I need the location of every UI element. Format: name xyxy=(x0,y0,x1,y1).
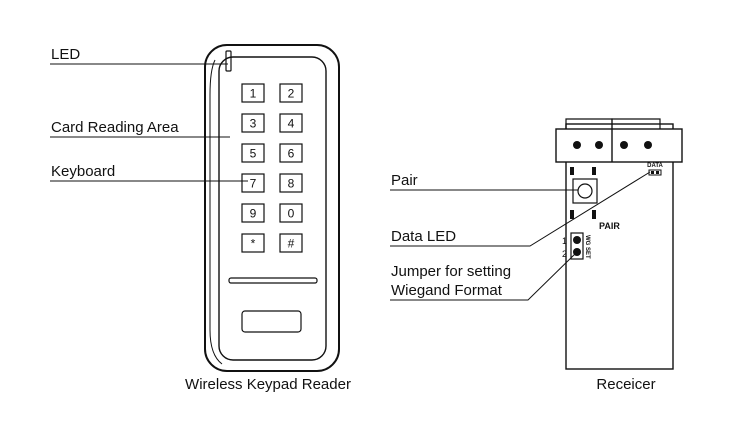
key-9[interactable]: 9 xyxy=(241,203,265,223)
jumper-label-line2: Wiegand Format xyxy=(391,282,503,299)
key-6-label: 6 xyxy=(288,147,295,161)
terminal-screw xyxy=(595,141,603,149)
key-4[interactable]: 4 xyxy=(279,113,303,133)
terminal-screw xyxy=(644,141,652,149)
key-8-label: 8 xyxy=(288,177,295,191)
data-led-label: Data LED xyxy=(391,228,456,245)
keypad-reader xyxy=(204,44,340,372)
key-5[interactable]: 5 xyxy=(241,143,265,163)
key-0[interactable]: 0 xyxy=(279,203,303,223)
keypad-housing-inner xyxy=(218,56,327,361)
key-1[interactable]: 1 xyxy=(241,83,265,103)
jumper-label-line1: Jumper for setting xyxy=(391,263,511,280)
data-led-text: DATA xyxy=(647,163,663,169)
data-led-indicator xyxy=(648,169,662,176)
pair-text: PAIR xyxy=(599,221,620,231)
key-5-label: 5 xyxy=(250,147,257,161)
key-hash-label: # xyxy=(288,237,295,251)
key-1-label: 1 xyxy=(250,87,257,101)
key-star[interactable]: * xyxy=(241,233,265,253)
card-slot xyxy=(228,277,318,284)
keypad-housing-side xyxy=(209,59,223,365)
key-3[interactable]: 3 xyxy=(241,113,265,133)
pair-button[interactable] xyxy=(570,167,598,219)
key-7-label: 7 xyxy=(250,177,257,191)
key-0-label: 0 xyxy=(288,207,295,221)
keypad-keys: 1 2 3 4 5 6 7 8 9 0 * # xyxy=(241,83,303,253)
wg-set-text: WG SET xyxy=(584,235,590,259)
receiver-callouts xyxy=(390,171,651,301)
key-3-label: 3 xyxy=(250,117,257,131)
key-9-label: 9 xyxy=(250,207,257,221)
receiver-caption: Receicer xyxy=(596,376,655,393)
receiver xyxy=(555,118,683,370)
key-hash[interactable]: # xyxy=(279,233,303,253)
key-star-label: * xyxy=(251,237,256,251)
keyboard-label: Keyboard xyxy=(51,163,115,180)
card-reading-area-label: Card Reading Area xyxy=(51,119,179,136)
terminal-block xyxy=(555,118,683,163)
terminal-screw xyxy=(573,141,581,149)
card-reading-window xyxy=(241,310,302,333)
led-indicator xyxy=(225,50,232,72)
keypad-housing-outer xyxy=(204,44,340,372)
data-led-leader-line xyxy=(390,171,651,247)
jumper-pin-2: 2 xyxy=(562,249,567,259)
wiegand-jumper[interactable] xyxy=(570,232,584,260)
key-8[interactable]: 8 xyxy=(279,173,303,193)
terminal-screw xyxy=(620,141,628,149)
key-6[interactable]: 6 xyxy=(279,143,303,163)
keypad-reader-caption: Wireless Keypad Reader xyxy=(185,376,351,393)
key-2[interactable]: 2 xyxy=(279,83,303,103)
key-2-label: 2 xyxy=(288,87,295,101)
receiver-board xyxy=(565,123,674,370)
jumper-leader-line xyxy=(390,251,578,301)
keypad-callouts xyxy=(50,63,248,182)
pair-label: Pair xyxy=(391,172,418,189)
led-label: LED xyxy=(51,46,80,63)
key-7[interactable]: 7 xyxy=(241,173,265,193)
jumper-pin-1: 1 xyxy=(562,236,567,246)
key-4-label: 4 xyxy=(288,117,295,131)
